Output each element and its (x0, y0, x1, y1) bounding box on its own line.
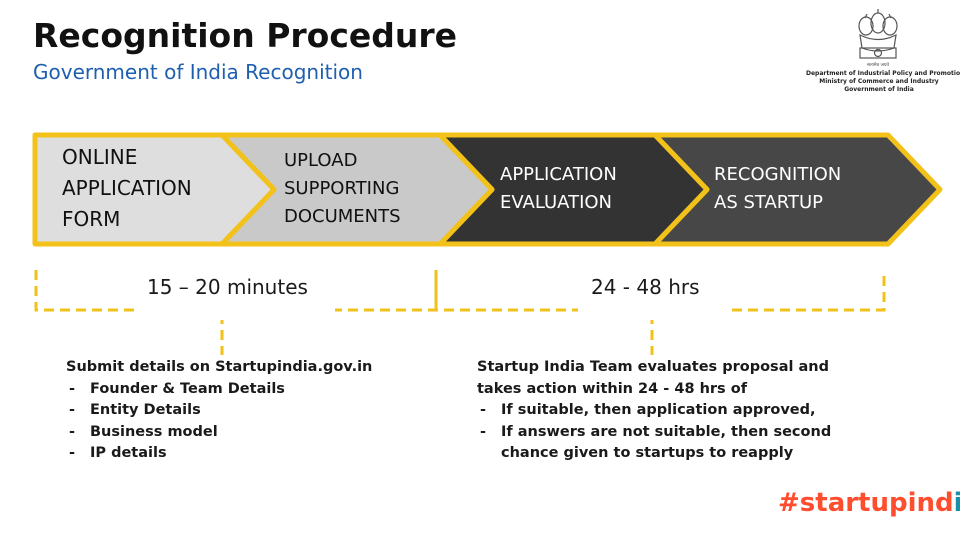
list-item-line: chance given to startups to reapply (501, 445, 794, 461)
list-item: Entity Details (66, 400, 372, 422)
ministry-caption: Department of Industrial Policy and Prom… (806, 70, 960, 93)
svg-text:सत्यमेव जयते: सत्यमेव जयते (867, 61, 890, 68)
timing-label-online: 15 – 20 minutes (147, 275, 308, 299)
submission-details: Submit details on Startupindia.gov.in Fo… (66, 357, 372, 465)
stage-label-line: APPLICATION (62, 176, 192, 200)
stage-label-line: EVALUATION (500, 191, 613, 213)
stage-label-upload: UPLOAD SUPPORTING DOCUMENTS (284, 147, 401, 231)
page-title: Recognition Procedure (33, 16, 458, 55)
brand-text-last: ia (953, 488, 960, 518)
evaluation-heading-line: takes action within 24 - 48 hrs of (477, 380, 747, 397)
ministry-caption-line: Government of India (844, 85, 914, 93)
list-item: If suitable, then application approved, (477, 400, 831, 422)
submission-list: Founder & Team Details Entity Details Bu… (66, 379, 372, 465)
stage-label-line: DOCUMENTS (284, 205, 401, 227)
evaluation-heading-line: Startup India Team evaluates proposal an… (477, 359, 829, 375)
list-item: Founder & Team Details (66, 379, 372, 401)
list-item: If answers are not suitable, then second… (477, 422, 831, 465)
timing-label-mask-right (578, 300, 728, 320)
evaluation-list: If suitable, then application approved, … (477, 400, 831, 465)
stage-label-line: UPLOAD (284, 150, 358, 171)
stage-label-line: APPLICATION (500, 164, 617, 185)
government-emblem-icon: सत्यमेव जयते (858, 9, 898, 68)
page-subtitle: Government of India Recognition (33, 60, 363, 84)
stage-label-line: ONLINE (62, 145, 138, 169)
timing-label-mask-left (135, 300, 335, 320)
list-item-line: If suitable, then application approved, (501, 402, 816, 418)
stage-label-line: AS STARTUP (714, 191, 824, 213)
stage-chevron-online-form (32, 132, 277, 247)
submission-heading: Submit details on Startupindia.gov.in (66, 359, 373, 375)
list-item-line: If answers are not suitable, then second (501, 423, 832, 440)
ministry-caption-line: Ministry of Commerce and Industry (819, 77, 939, 85)
stage-label-line: FORM (62, 207, 121, 231)
list-item: Business model (66, 422, 372, 444)
stage-label-line: SUPPORTING (284, 177, 400, 199)
brand-text-main: #startupind (778, 488, 954, 518)
ministry-caption-line: Department of Industrial Policy and Prom… (806, 70, 960, 77)
evaluation-details: Startup India Team evaluates proposal an… (477, 357, 831, 465)
stage-label-online-form: ONLINE APPLICATION FORM (62, 142, 192, 235)
list-item: IP details (66, 443, 372, 465)
timing-label-evaluation: 24 - 48 hrs (591, 275, 700, 299)
stage-label-line: RECOGNITION (714, 164, 842, 185)
startupindia-brand-logo: #startupindia (778, 490, 960, 516)
stage-label-evaluation: APPLICATION EVALUATION (500, 161, 617, 217)
stage-label-recognition: RECOGNITION AS STARTUP (714, 161, 841, 217)
